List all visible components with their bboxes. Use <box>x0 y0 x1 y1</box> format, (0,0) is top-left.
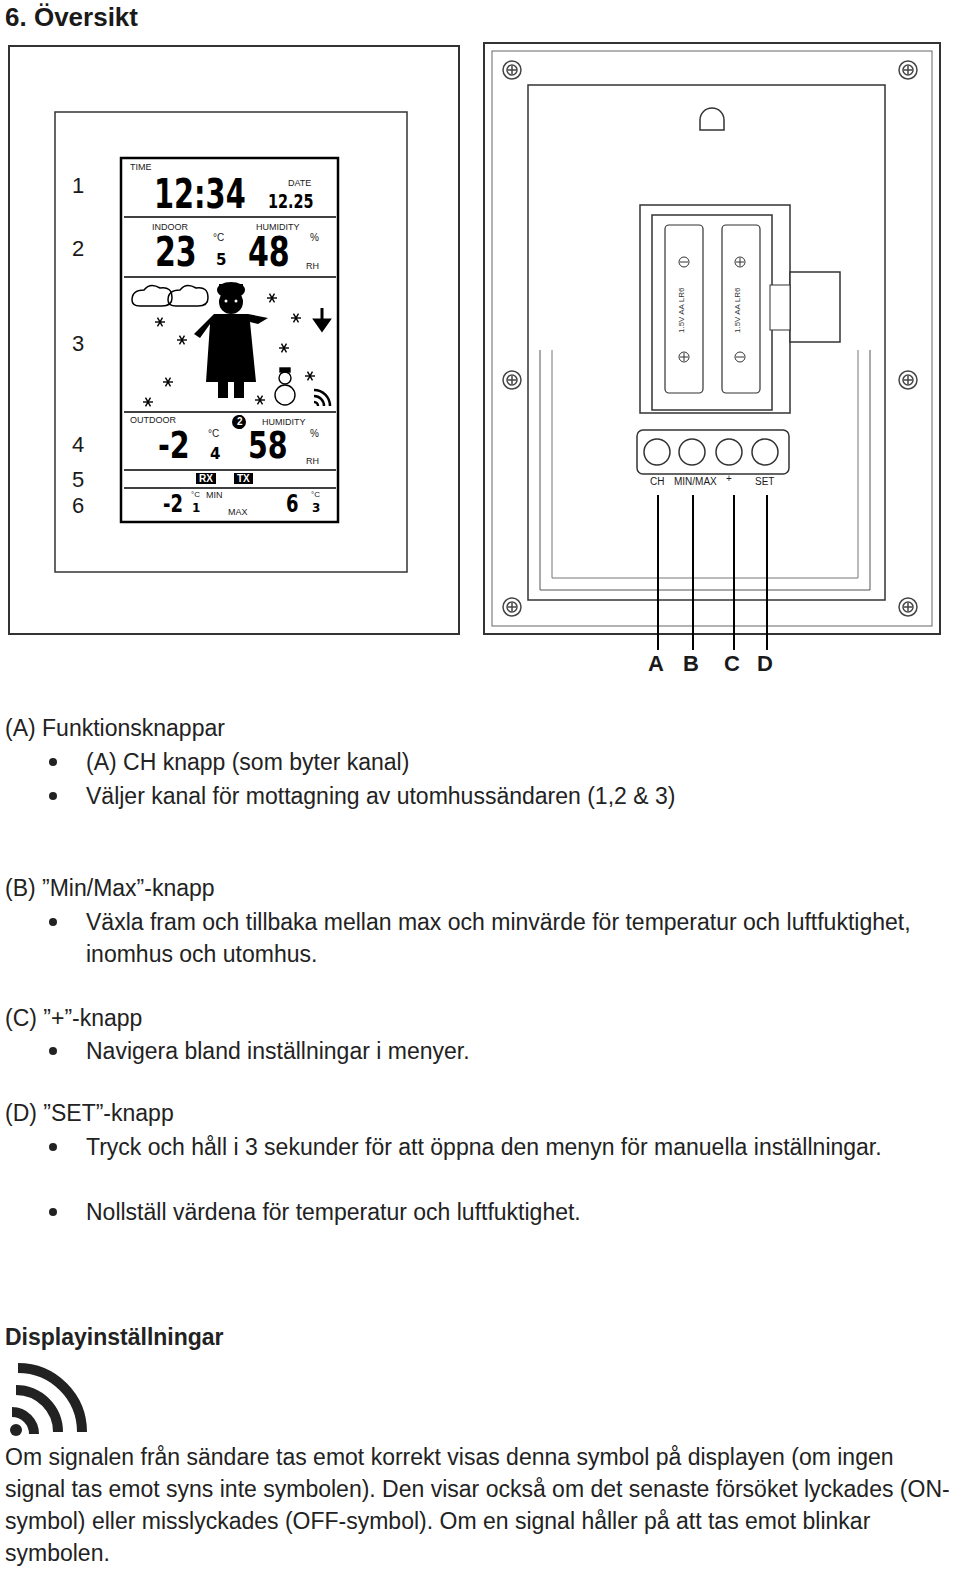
lcd-text: °C <box>311 491 320 500</box>
lcd-text: TIME <box>130 163 152 173</box>
body-text: Nollställ värdena för temperatur och luf… <box>86 1196 946 1228</box>
body-text: (C) ”+”-knapp <box>5 1002 905 1034</box>
lcd-text: 23 <box>155 230 197 274</box>
lcd-text: 58 <box>248 425 288 467</box>
body-text: Väljer kanal för mottagning av utomhussä… <box>86 780 946 812</box>
lcd-text: TX <box>234 473 253 484</box>
callout-number: 5 <box>72 468 84 492</box>
lcd-text: DATE <box>288 179 311 189</box>
lcd-text: RX <box>196 473 216 484</box>
callout-number: 2 <box>72 237 84 261</box>
lcd-text: % <box>310 428 319 439</box>
body-text: (A) Funktionsknappar <box>5 712 905 744</box>
lcd-text: °C <box>208 428 219 439</box>
lcd-text: 3 <box>312 502 320 515</box>
lcd-text: 4 <box>210 446 220 463</box>
lcd-text: RH <box>306 262 319 272</box>
lcd-text: °C <box>191 491 200 500</box>
body-text: Displayinställningar <box>5 1321 905 1353</box>
body-text: (D) ”SET”-knapp <box>5 1097 905 1129</box>
page-title: 6. Översikt <box>5 3 138 32</box>
callout-letter: B <box>683 652 699 676</box>
lcd-text: MAX <box>228 508 248 518</box>
lcd-text: -2 <box>158 425 190 467</box>
lcd-text: 1 <box>192 502 200 515</box>
body-text: Navigera bland inställningar i menyer. <box>86 1035 946 1067</box>
callout-number: 4 <box>72 433 84 457</box>
lcd-text: % <box>310 232 319 243</box>
battery-marking: 1.5V AA LR6 <box>734 288 743 333</box>
button-name: SET <box>755 476 774 487</box>
body-text: (B) ”Min/Max”-knapp <box>5 872 905 904</box>
lcd-text: 2 <box>235 415 245 429</box>
lcd-text: MIN <box>206 491 223 501</box>
button-name: MIN/MAX <box>674 476 717 487</box>
callout-letter: C <box>724 652 740 676</box>
callout-letter: D <box>757 652 773 676</box>
callout-number: 6 <box>72 494 84 518</box>
lcd-text: RH <box>306 457 319 467</box>
lcd-text: 48 <box>248 230 290 274</box>
callout-letter: A <box>648 652 664 676</box>
battery-marking: 1.5V AA LR6 <box>678 288 687 333</box>
callout-number: 1 <box>72 174 84 198</box>
lcd-text: 6 <box>286 491 299 517</box>
body-text: (A) CH knapp (som byter kanal) <box>86 746 946 778</box>
body-text: Tryck och håll i 3 sekunder för att öppn… <box>86 1131 946 1163</box>
lcd-text: 12.25 <box>268 190 314 212</box>
lcd-text: °C <box>213 232 224 243</box>
button-name: + <box>726 473 732 484</box>
lcd-text: -2 <box>163 491 183 517</box>
lcd-text: 5 <box>216 252 226 269</box>
button-name: CH <box>650 476 664 487</box>
body-text: Om signalen från sändare tas emot korrek… <box>5 1441 951 1569</box>
lcd-text: 12:34 <box>154 172 246 216</box>
callout-number: 3 <box>72 332 84 356</box>
body-text: Växla fram och tillbaka mellan max och m… <box>86 906 946 970</box>
